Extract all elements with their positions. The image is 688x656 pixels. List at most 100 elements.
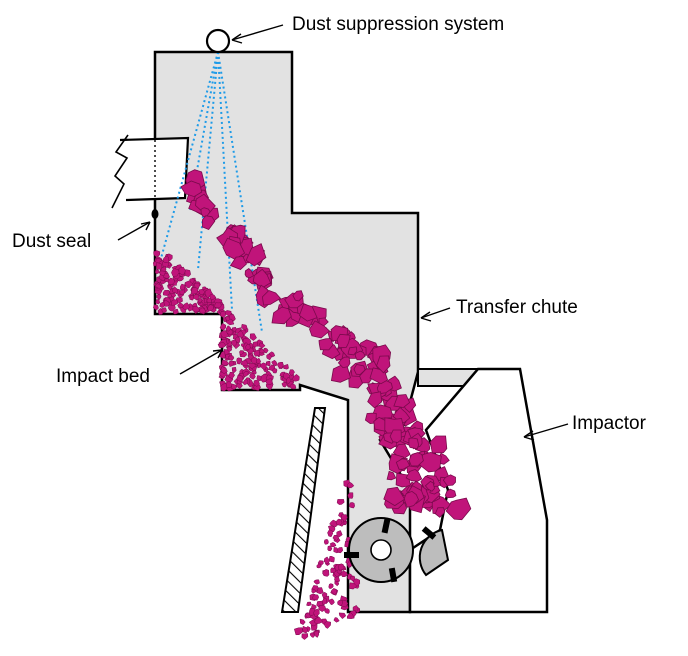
- fine-particle: [334, 580, 340, 587]
- rock-particle: [445, 497, 472, 521]
- fine-particle: [167, 293, 173, 298]
- fine-particle: [338, 612, 347, 620]
- fine-particle: [335, 518, 343, 526]
- rock-particle: [354, 350, 366, 361]
- fine-particle: [221, 359, 229, 366]
- fine-particle: [311, 588, 318, 594]
- dust-suppression-nozzle: [205, 28, 231, 54]
- rock-particle: [359, 368, 374, 384]
- fine-particle: [242, 371, 249, 377]
- fine-particle: [240, 360, 248, 367]
- impactor-rotor: [344, 517, 450, 583]
- rock-particle: [434, 507, 446, 518]
- fine-particle: [265, 378, 273, 385]
- fine-particle: [253, 379, 260, 387]
- rock-stream: [180, 169, 472, 521]
- fine-particle: [265, 361, 271, 367]
- fine-particle: [346, 612, 355, 619]
- fine-particle: [182, 302, 191, 310]
- rock-particle: [386, 470, 397, 481]
- fine-particle: [322, 598, 328, 605]
- rock-particle: [245, 243, 267, 267]
- fine-particle: [329, 519, 338, 528]
- fine-particle: [161, 307, 167, 313]
- rock-particle: [347, 346, 358, 356]
- fine-particle: [239, 350, 244, 355]
- fine-particle: [172, 308, 179, 315]
- fine-particle: [193, 282, 200, 290]
- fine-particle: [322, 569, 330, 577]
- fine-particle: [228, 355, 235, 361]
- fine-particle: [156, 294, 162, 300]
- fine-particle: [156, 262, 163, 270]
- rock-particle: [424, 480, 435, 492]
- fine-particle: [313, 630, 320, 638]
- fine-particle: [328, 556, 335, 563]
- fine-particle: [242, 379, 249, 386]
- rock-particle: [337, 356, 351, 369]
- fine-particle: [172, 286, 179, 294]
- rock-particle: [244, 267, 255, 279]
- fine-particle: [313, 616, 323, 624]
- spray-line: [217, 51, 233, 311]
- fine-particle: [266, 353, 272, 361]
- fine-particle: [189, 278, 195, 284]
- rock-particle: [229, 256, 247, 270]
- fine-particle: [349, 502, 355, 509]
- fine-particle: [291, 373, 300, 382]
- fine-particle: [337, 599, 344, 607]
- fine-particle: [241, 324, 248, 331]
- fine-particle: [224, 315, 231, 322]
- spray-line: [189, 51, 219, 211]
- fine-particle: [336, 499, 345, 505]
- fine-particle: [271, 368, 278, 374]
- fine-particle: [153, 250, 161, 257]
- fine-particle: [352, 605, 359, 612]
- rock-particle: [180, 180, 203, 198]
- fine-particle: [248, 362, 257, 370]
- rock-particle: [429, 435, 448, 454]
- fine-particle: [155, 299, 161, 305]
- fine-particle: [289, 383, 297, 390]
- fine-particle: [184, 269, 191, 277]
- rock-particle: [336, 333, 351, 349]
- fine-particle: [228, 371, 236, 380]
- fine-particle: [258, 342, 266, 349]
- fine-particle: [328, 598, 335, 605]
- fine-particle: [281, 381, 288, 388]
- fine-particle: [171, 299, 179, 306]
- fine-particle: [260, 362, 267, 371]
- fine-particle: [265, 382, 274, 391]
- rock-particle: [444, 488, 457, 499]
- fine-particle: [219, 322, 226, 331]
- fine-particle: [236, 357, 242, 365]
- label-transfer-chute: Transfer chute: [456, 297, 578, 318]
- label-impact-bed: Impact bed: [56, 366, 150, 387]
- rock-particle: [393, 394, 411, 408]
- fine-particle: [324, 608, 330, 614]
- fine-particle: [313, 608, 320, 617]
- fine-particle: [258, 348, 265, 354]
- rock-particle: [309, 320, 331, 339]
- fine-particle: [318, 605, 327, 613]
- rock-particle: [261, 290, 282, 306]
- rock-particle: [201, 215, 216, 230]
- fine-particle: [213, 302, 222, 309]
- rock-particle: [376, 355, 391, 374]
- fine-particle: [347, 492, 354, 499]
- fine-particle: [236, 375, 244, 383]
- fine-particle: [256, 357, 262, 364]
- rock-particle: [271, 306, 292, 325]
- rock-particle: [442, 474, 456, 487]
- fine-particle: [159, 270, 167, 277]
- fine-particle: [329, 542, 337, 548]
- spray-line: [217, 51, 263, 333]
- fine-particle: [231, 367, 237, 374]
- fine-particle: [263, 347, 269, 354]
- fine-particle: [337, 547, 344, 554]
- fine-particle: [192, 306, 200, 313]
- fine-particle: [220, 383, 228, 392]
- fine-particle: [323, 539, 329, 545]
- spray-line: [159, 51, 219, 263]
- fine-particle: [352, 578, 361, 587]
